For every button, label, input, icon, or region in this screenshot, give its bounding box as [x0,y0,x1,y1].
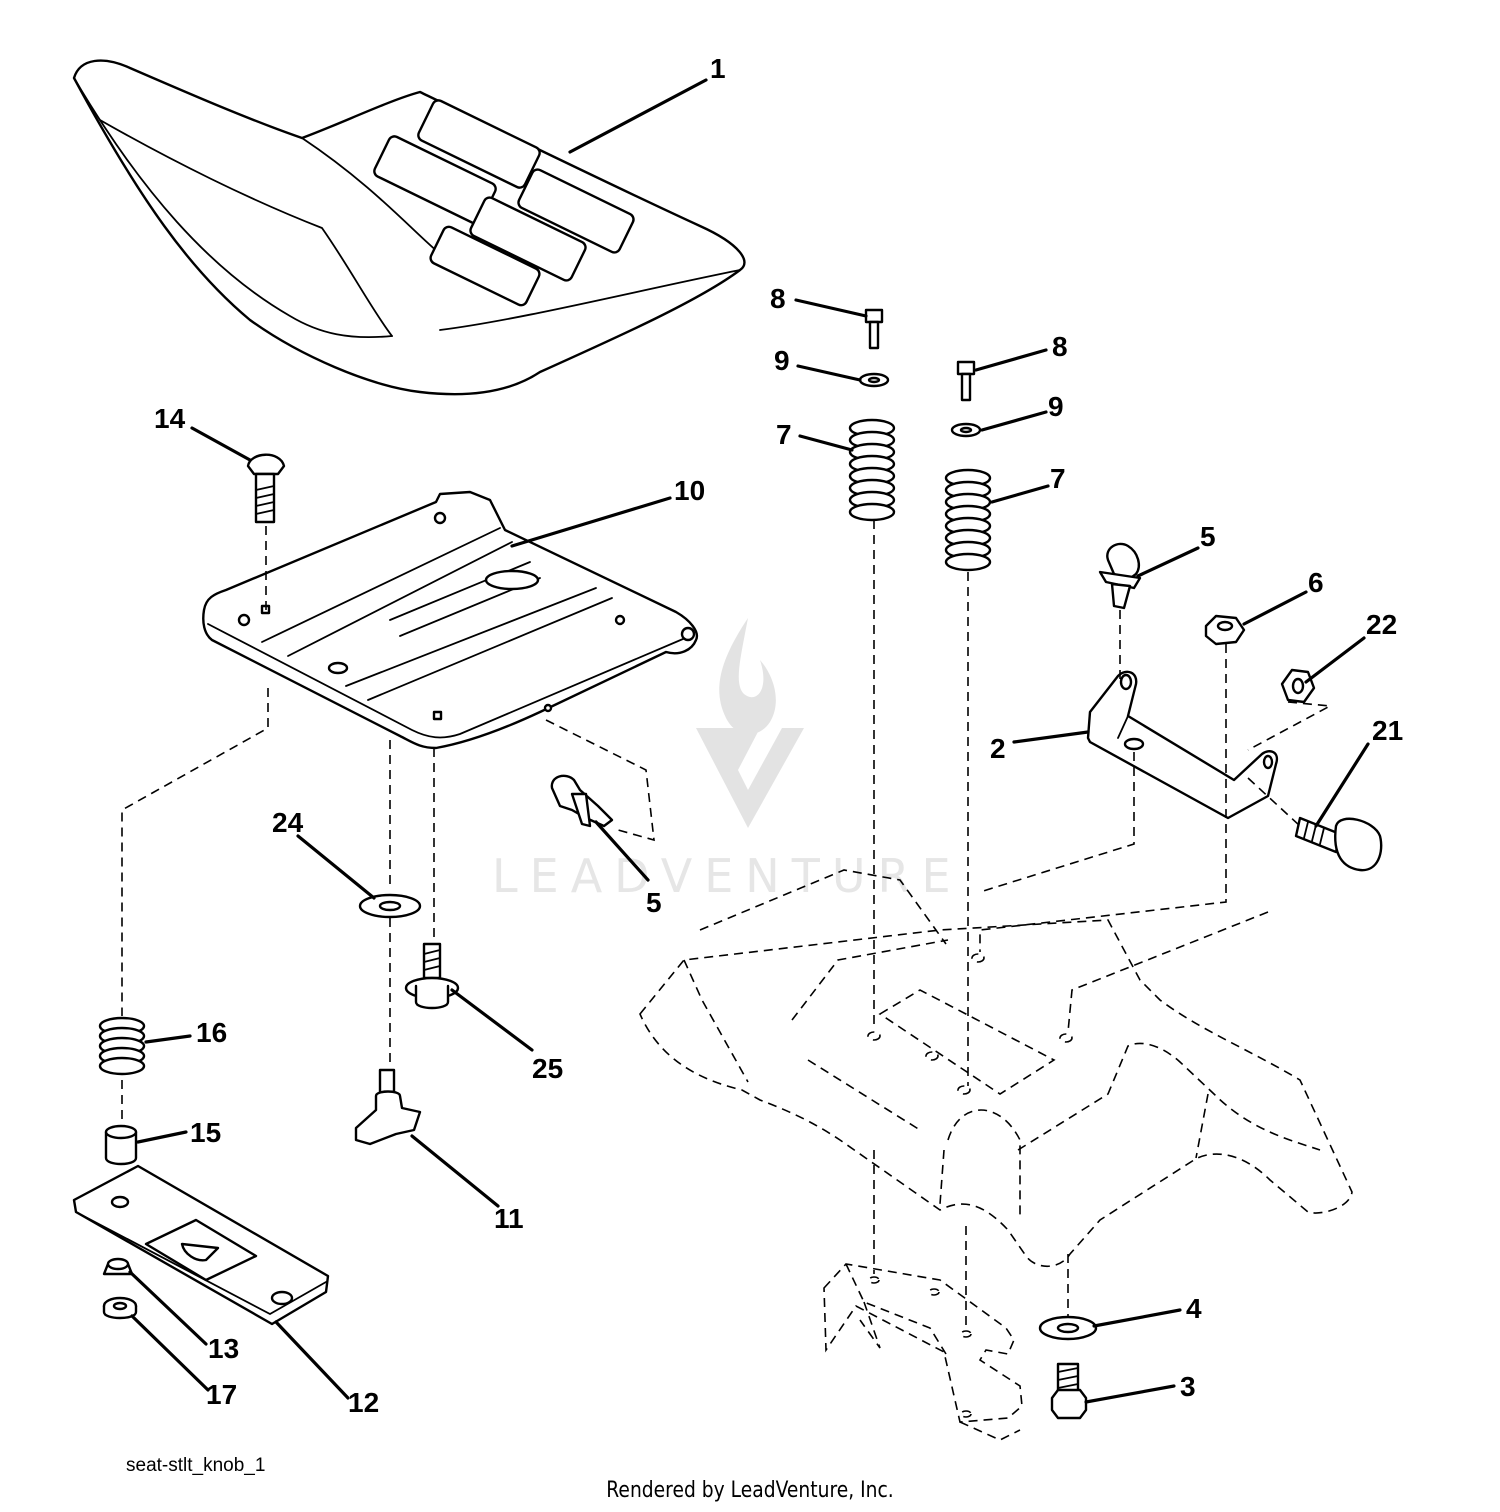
part-nut-6 [1204,614,1246,646]
callout-leaders [128,78,1370,1404]
callout-14: 14 [154,403,186,434]
part-washer-9-left [858,372,890,388]
part-spring-7-left [848,418,896,522]
callout-5-left: 5 [646,887,662,918]
callout-17: 17 [206,1379,237,1410]
callout-12: 12 [348,1387,379,1418]
part-shoulder-bolt-21 [1294,816,1383,872]
part-clip-5-right [1098,542,1142,610]
part-washer-9-right [950,422,982,438]
callout-22: 22 [1366,609,1397,640]
callout-24: 24 [272,807,304,838]
diagram-code: seat-stlt_knob_1 [126,1455,266,1476]
callout-2: 2 [990,733,1006,764]
callout-labels: 1 2 3 4 5 5 6 7 7 8 8 9 9 10 11 12 13 14… [154,53,1403,1418]
callout-8-left: 8 [770,283,786,314]
callout-7-left: 7 [776,419,792,450]
part-spacer-15 [104,1124,138,1166]
part-bolt-8-left [864,308,884,350]
part-nut-22 [1280,668,1316,704]
callout-11: 11 [494,1203,524,1234]
part-washer-24 [358,893,422,919]
callout-9-left: 9 [774,345,790,376]
part-seat-pan [202,490,699,750]
part-bolt-8-right [956,360,976,402]
callout-3: 3 [1180,1371,1196,1402]
part-knob-11 [354,1068,422,1146]
part-carriage-bolt [246,453,286,524]
part-locknut-17 [102,1296,138,1320]
part-bolt-3 [1050,1362,1088,1420]
part-bracket-12 [72,1164,330,1326]
part-spring-16 [98,1016,146,1076]
callout-5-right: 5 [1200,521,1216,552]
callout-10: 10 [674,475,705,506]
callout-25: 25 [532,1053,563,1084]
part-clip-5-left [550,774,614,828]
callout-7-right: 7 [1050,463,1066,494]
watermark-text: LEADVENTURE [492,849,963,903]
part-washer-4 [1038,1315,1098,1341]
callout-4: 4 [1186,1293,1202,1324]
callout-21: 21 [1372,715,1403,746]
part-seat [72,59,746,396]
render-credit: Rendered by LeadVenture, Inc. [606,1478,894,1503]
part-tractor-frame-phantom [639,869,1353,1441]
part-bolt-25 [404,942,460,1010]
callout-8-right: 8 [1052,331,1068,362]
part-bracket-2 [1086,670,1279,820]
part-nut-13 [102,1257,134,1276]
callout-1: 1 [710,53,726,84]
part-spring-7-right [944,468,992,572]
callout-6: 6 [1308,567,1324,598]
callout-16: 16 [196,1017,227,1048]
callout-15: 15 [190,1117,221,1148]
callout-13: 13 [208,1333,239,1364]
callout-9-right: 9 [1048,391,1064,422]
alignment-centerlines [121,520,1333,1330]
